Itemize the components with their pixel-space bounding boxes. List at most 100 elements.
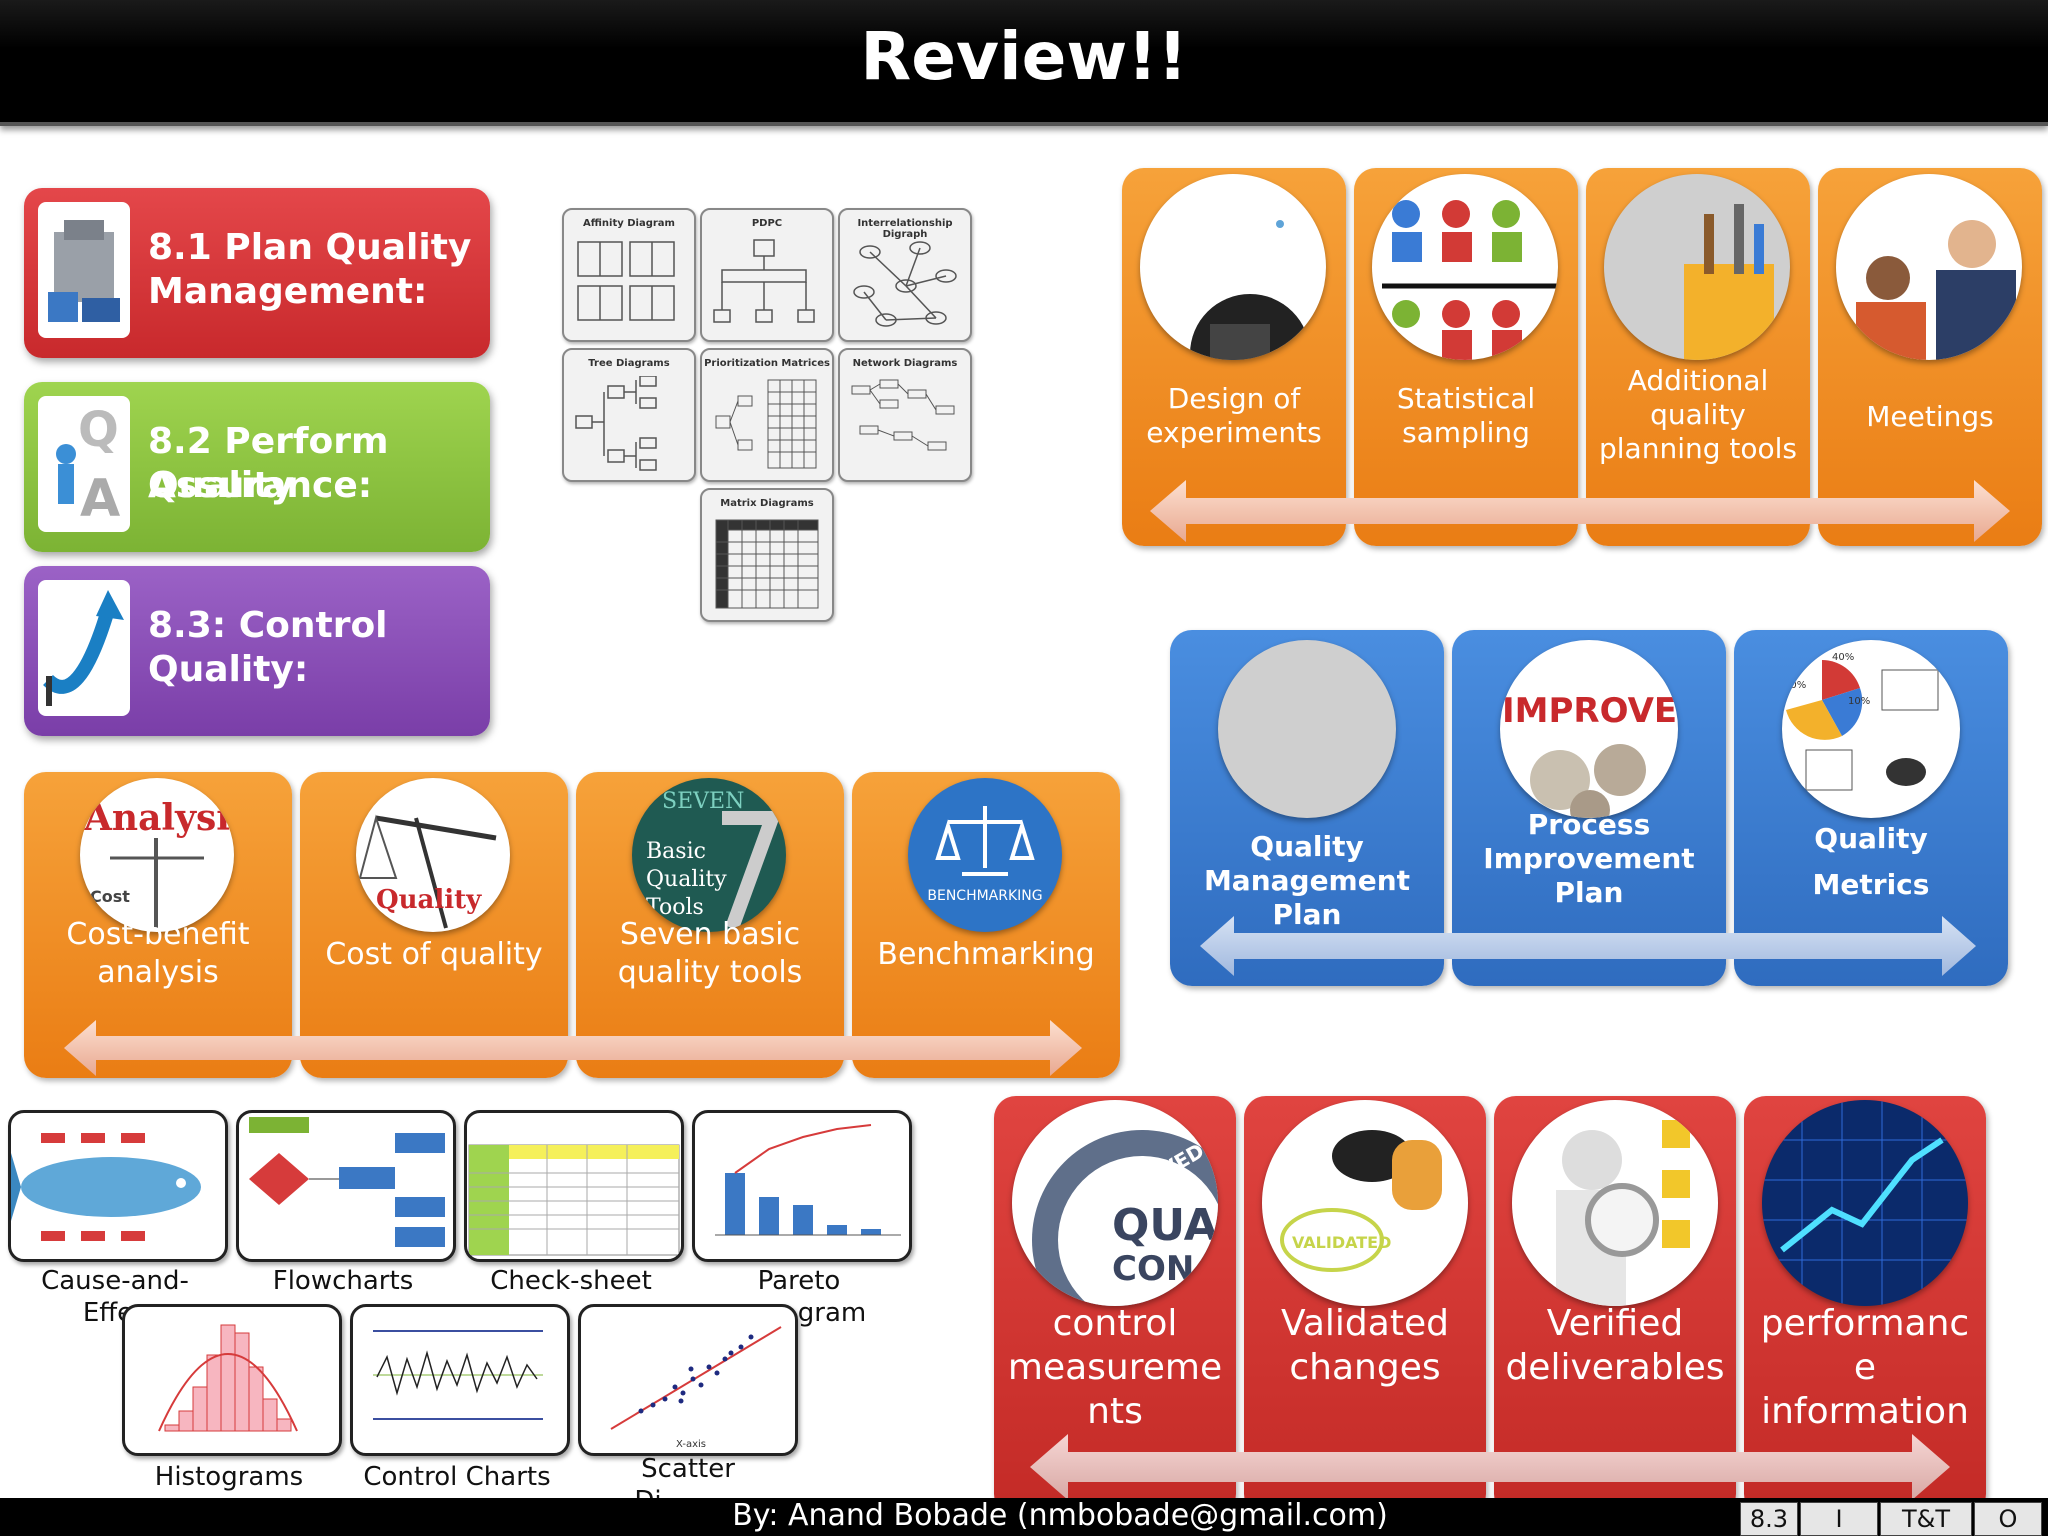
quality-word: Quality <box>646 867 727 892</box>
tile-verified-deliverables: Verified deliverables <box>1494 1096 1736 1516</box>
tile-label-line: Cost-benefit <box>66 917 250 952</box>
process-label-line1: 8.2 Perform Quality <box>148 421 389 506</box>
process-label-line2: Quality: <box>148 649 309 690</box>
tile-performance-information: performanc e information <box>1744 1096 1986 1516</box>
tile-label-line: nts <box>1087 1391 1143 1432</box>
tile-label-line: Process <box>1527 808 1651 841</box>
caption-control-charts: Control Charts <box>363 1462 551 1492</box>
experiment-photo-icon <box>1140 174 1326 360</box>
meeting-photo-icon <box>1836 174 2022 360</box>
tile-label-line: quality tools <box>617 955 803 990</box>
tool-title: Prioritization Matrices <box>704 358 830 369</box>
tile-meetings: Meetings <box>1818 168 2042 546</box>
svg-text:A: A <box>80 469 120 529</box>
caption-pareto-line2: gram <box>797 1298 867 1328</box>
tile-label-line: Meetings <box>1866 400 1994 433</box>
nav-button-outputs[interactable]: O <box>1974 1502 2042 1536</box>
tile-label-line: experiments <box>1146 416 1322 449</box>
qua-word: QUA <box>1112 1200 1218 1251</box>
tile-cost-of-quality: Quality Cost of quality <box>300 772 568 1078</box>
tool-title: Interrelationship Digraph <box>857 218 953 240</box>
seven-word: SEVEN <box>662 789 744 814</box>
caption-histograms: Histograms <box>154 1462 304 1492</box>
quality-word: Quality <box>376 885 482 915</box>
plan-document-icon <box>1218 640 1396 818</box>
tile-label-line: Statistical <box>1396 382 1536 415</box>
tool-pdpc: PDPC <box>700 208 834 342</box>
tile-label-line: Management Plan <box>1203 864 1411 931</box>
svg-text:Q: Q <box>78 402 119 458</box>
process-label-line2: Assurance: <box>148 465 373 506</box>
tool-title: PDPC <box>751 218 783 229</box>
tile-benchmarking: BENCHMARKING Benchmarking <box>852 772 1120 1078</box>
tool-title: Matrix Diagrams <box>720 498 814 509</box>
nav-button-8-3[interactable]: 8.3 <box>1740 1502 1798 1536</box>
pie-label: 30% <box>1784 680 1806 691</box>
process-label-line1: 8.3: Control <box>148 605 388 646</box>
process-label-line1: 8.1 Plan Quality <box>148 227 472 268</box>
benchmarking-icon: BENCHMARKING <box>908 778 1062 932</box>
benchmarking-word: BENCHMARKING <box>927 888 1042 904</box>
process-card-plan-quality: 8.1 Plan Quality Management: <box>24 188 490 358</box>
tile-label-line: planning tools <box>1598 432 1797 465</box>
performance-graph-icon <box>1762 1100 1968 1306</box>
nav-button-inputs[interactable]: I <box>1800 1502 1878 1536</box>
tile-label-line: Additional <box>1627 364 1769 397</box>
tile-additional-quality-planning-tools: Additional quality planning tools <box>1586 168 1810 546</box>
tool-title: Network Diagrams <box>852 358 958 369</box>
improve-gears-icon: IMPROVE <box>1500 640 1678 818</box>
flow-arrow <box>1030 1434 1950 1500</box>
tool-tree-diagrams: Tree Diagrams <box>562 348 696 482</box>
tile-quality-management-plan: Quality Management Plan <box>1170 630 1444 986</box>
tile-label-line: Seven basic <box>619 917 801 952</box>
tool-title: Affinity Diagram <box>583 218 675 229</box>
tile-design-of-experiments: Design of experiments <box>1122 168 1346 546</box>
tile-label-line: information <box>1761 1391 1969 1432</box>
tile-validated-changes: VALIDATED Validated changes <box>1244 1096 1486 1516</box>
check-sheet-thumbnail <box>464 1110 684 1262</box>
tile-label-line: performanc <box>1760 1303 1970 1344</box>
caption-cause-effect: Cause-and- <box>41 1266 189 1296</box>
scatter-diagram-thumbnail: X-axis <box>578 1304 798 1456</box>
tile-label-line: Benchmarking <box>877 937 1095 972</box>
tile-label-line: sampling <box>1402 416 1530 449</box>
tile-label-line: Design of <box>1167 382 1301 415</box>
tile-label-line: measureme <box>1007 1347 1223 1388</box>
tile-process-improvement-plan: IMPROVE Process Improvement Plan <box>1452 630 1726 986</box>
fishbone-diagram-thumbnail <box>8 1110 228 1262</box>
process-card-control-quality: 8.3: Control Quality: <box>24 566 490 736</box>
validated-word: VALIDATED <box>1292 1233 1391 1252</box>
tile-label-line: changes <box>1289 1347 1441 1388</box>
tool-prioritization-matrices: Prioritization Matrices <box>700 348 834 482</box>
tool-title: Tree Diagrams <box>588 358 670 369</box>
tile-label-line: Improvement <box>1483 842 1695 875</box>
tile-label-line: deliverables <box>1505 1347 1725 1388</box>
quality-scale-icon: Quality <box>356 778 510 932</box>
slide-footer: By: Anand Bobade (nmbobade@gmail.com) <box>0 1498 2048 1536</box>
flowchart-thumbnail <box>236 1110 456 1262</box>
tile-label-line: analysis <box>97 955 219 990</box>
nav-button-tools-techniques[interactable]: T&T <box>1880 1502 1972 1536</box>
improve-word: IMPROVE <box>1502 691 1677 731</box>
growth-arrow-icon <box>38 580 130 716</box>
cost-word: Cost <box>90 887 130 906</box>
tile-label-line: quality <box>1650 398 1746 431</box>
analysis-word: Analysis <box>83 797 234 839</box>
caption-pareto: Pareto <box>757 1266 841 1296</box>
scatter-x-axis-label: X-axis <box>676 1439 706 1450</box>
caption-flowcharts: Flowcharts <box>272 1266 414 1296</box>
pareto-chart-thumbnail <box>692 1110 912 1262</box>
sampling-icon <box>1372 174 1558 360</box>
tile-label-line: Quality <box>1814 822 1928 855</box>
validated-stamp-icon: VALIDATED <box>1262 1100 1468 1306</box>
slide-title: Review!! <box>860 18 1188 95</box>
caption-scatter-line2: Di <box>578 1486 718 1498</box>
